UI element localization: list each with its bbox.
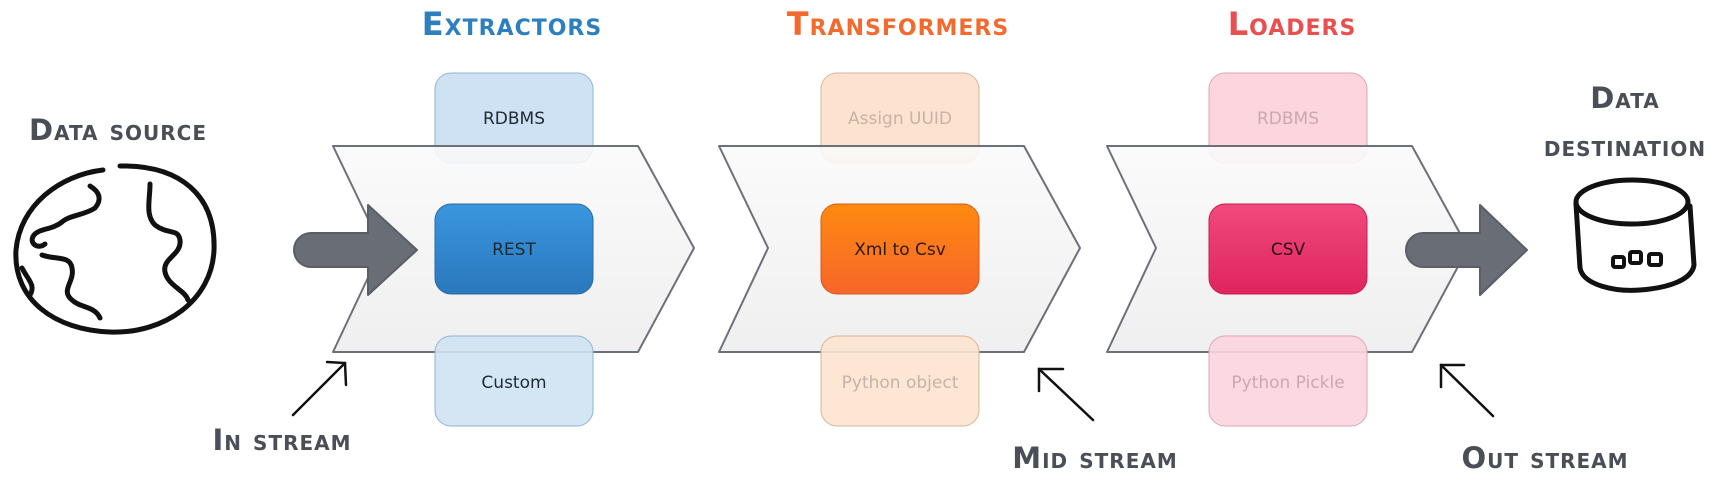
mid-stream-label: Mid stream — [1012, 441, 1178, 475]
output-arrow — [1405, 204, 1528, 296]
input-arrow — [293, 204, 418, 296]
transformer-center-box — [820, 203, 980, 295]
database-dots — [1611, 250, 1663, 269]
extractor-top-label: RDBMS — [483, 109, 545, 129]
stage-title-loaders: Loaders — [1228, 5, 1357, 43]
transformer-top-label: Assign UUID — [848, 109, 952, 129]
mid-stream-pointer — [1037, 367, 1095, 422]
loader-bottom-box — [1208, 335, 1368, 427]
extractor-bottom-box — [434, 335, 594, 427]
transformer-bottom-box — [820, 335, 980, 427]
loader-top-label: RDBMS — [1257, 109, 1319, 129]
loader-center-label: CSV — [1271, 240, 1306, 260]
loader-bottom-label: Python Pickle — [1231, 373, 1344, 393]
data-destination-label-line2: destination — [1544, 129, 1706, 163]
extractor-center-label: REST — [492, 240, 536, 260]
transformer-center-label: Xml to Csv — [854, 240, 946, 260]
extractor-center-box — [434, 203, 594, 295]
out-stream-label: Out stream — [1461, 441, 1628, 475]
loader-center-box — [1208, 203, 1368, 295]
globe-icon — [13, 163, 217, 335]
data-destination-label-line1: Data — [1590, 81, 1660, 115]
out-stream-pointer — [1439, 363, 1495, 418]
data-source-label: Data source — [29, 113, 207, 147]
extractor-bottom-label: Custom — [481, 373, 546, 393]
in-stream-pointer — [291, 360, 348, 417]
transformer-bottom-label: Python object — [842, 373, 959, 393]
in-stream-label: In stream — [212, 423, 351, 457]
database-icon — [1573, 177, 1697, 293]
stage-title-transformers: Transformers — [787, 5, 1009, 43]
stage-title-extractors: Extractors — [422, 5, 602, 43]
